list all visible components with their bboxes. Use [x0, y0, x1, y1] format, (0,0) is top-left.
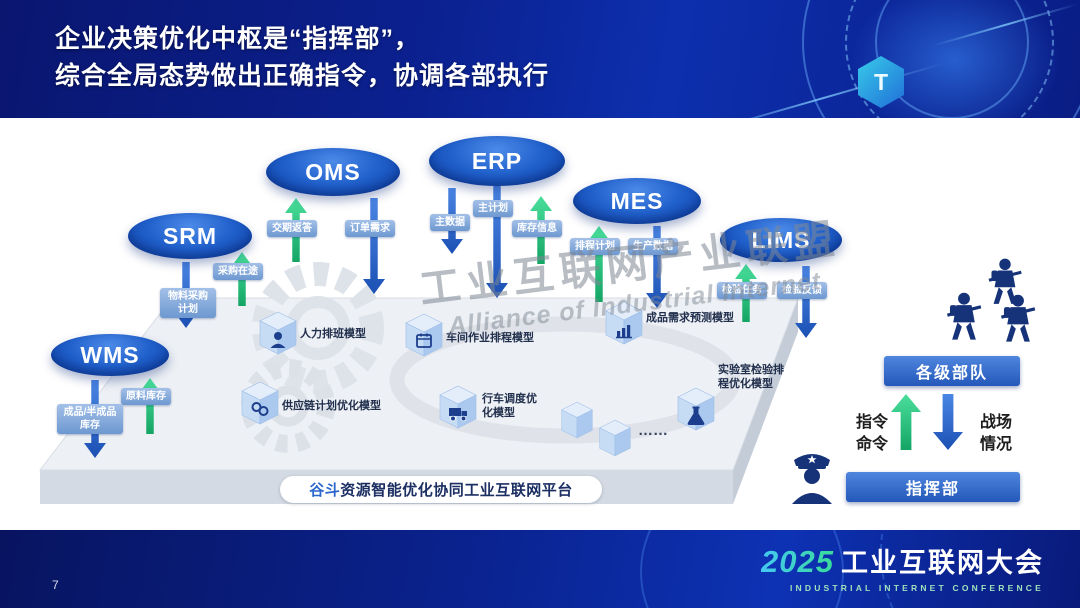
ring-decoration: [802, 0, 1080, 118]
flow-badge-oms-up: 交期返答: [267, 220, 317, 237]
platform-title: 资源智能优化协同工业互联网平台: [340, 482, 573, 499]
model-cube-lab: [677, 387, 715, 431]
system-node-lims: LIMS: [720, 218, 842, 262]
model-label-demand: 成品需求预测模型: [646, 312, 734, 324]
battlefield-label-line-2: 情况: [979, 436, 1012, 453]
model-cube-crane: [439, 385, 477, 429]
system-label-erp: ERP: [471, 147, 523, 174]
troops-banner-label: 各级部队: [915, 365, 988, 382]
flow-badge-lims-up: 检验任务: [717, 282, 767, 299]
headquarters-banner-label: 指挥部: [905, 481, 960, 498]
system-node-erp: ERP: [429, 136, 565, 186]
model-cube-generic: [599, 419, 631, 457]
order-label-line-2: 命令: [855, 436, 888, 453]
platform-brand: 谷斗: [309, 482, 341, 499]
conference-logo: 2025 工业互联网大会 INDUSTRIAL INTERNET CONFERE…: [761, 541, 1044, 593]
officer-icon: [792, 454, 832, 504]
system-label-oms: OMS: [305, 158, 361, 185]
brand-logo-letter: T: [873, 68, 889, 95]
slide-footer: 7 2025 工业互联网大会 INDUSTRIAL INTERNET CONFE…: [0, 530, 1080, 608]
page-number: 7: [52, 578, 59, 592]
person-icon: [270, 332, 286, 348]
flow-badge-wms-finished: 成品/半成品库存: [57, 404, 123, 434]
system-node-srm: SRM: [128, 213, 252, 259]
conference-logo-year: 2025: [761, 544, 834, 579]
more-models-ellipsis: ……: [638, 422, 668, 439]
model-cube-workshop: [405, 313, 443, 357]
conference-logo-subtitle: INDUSTRIAL INTERNET CONFERENCE: [789, 583, 1044, 593]
truck-icon: [449, 408, 467, 422]
flow-badge-oms-down: 订单需求: [345, 220, 395, 237]
soldier-icon: [946, 292, 982, 340]
model-label-lab: 实验室检验排程优化模型: [718, 364, 784, 390]
ring-decoration: [880, 530, 1080, 608]
title-line-1: 企业决策优化中枢是“指挥部”，: [55, 25, 421, 53]
model-label-supply-chain: 供应链计划优化模型: [282, 400, 381, 412]
flow-badge-mes-up: 排程计划: [570, 238, 620, 255]
flow-badge-srm-up: 采购在途: [213, 263, 263, 280]
headquarters-banner: 指挥部: [846, 472, 1020, 502]
model-cube-supply-chain: [241, 381, 279, 425]
model-cube-manpower: [259, 311, 297, 355]
schedule-icon: [416, 333, 432, 348]
flow-badge-mes-down: 生产数据: [628, 238, 678, 255]
system-label-mes: MES: [610, 187, 664, 214]
flow-badge-lims-down: 检验反馈: [777, 282, 827, 299]
flow-badge-srm-down: 物料采购计划: [160, 288, 216, 318]
system-label-wms: WMS: [80, 341, 140, 368]
model-label-crane: 行车调度优化模型: [482, 393, 537, 419]
platform-ring-decoration: [389, 316, 741, 444]
order-label: 指令 命令: [852, 412, 892, 456]
order-label-line-1: 指令: [855, 414, 888, 431]
platform-title-bar: 谷斗资源智能优化协同工业互联网平台: [280, 476, 602, 503]
slide-header: T 企业决策优化中枢是“指挥部”， 综合全局态势做出正确指令，协调各部执行: [0, 0, 1080, 118]
battlefield-down-arrow: [933, 394, 963, 450]
system-node-oms: OMS: [266, 148, 400, 196]
conference-logo-title: 工业互联网大会: [841, 548, 1044, 578]
battlefield-label-line-1: 战场: [979, 414, 1012, 431]
system-label-lims: LIMS: [751, 226, 811, 253]
system-node-wms: WMS: [51, 334, 169, 376]
flow-badge-erp-master-data: 主数据: [430, 214, 470, 231]
soldier-icon: [1000, 294, 1036, 342]
bar-chart-icon: [616, 325, 632, 339]
system-node-mes: MES: [573, 178, 701, 224]
order-up-arrow: [891, 394, 921, 450]
title-line-2: 综合全局态势做出正确指令，协调各部执行: [55, 62, 550, 90]
flask-icon: [687, 406, 705, 425]
ring-decoration: [640, 530, 844, 608]
system-label-srm: SRM: [162, 222, 218, 249]
model-label-manpower: 人力排班模型: [300, 328, 366, 340]
brand-logo: T: [858, 56, 904, 108]
battlefield-label: 战场 情况: [976, 412, 1016, 456]
chain-link-icon: [251, 402, 269, 416]
flow-badge-erp-inventory: 库存信息: [512, 220, 562, 237]
model-cube-demand: [605, 301, 643, 345]
flow-badge-wms-raw: 原料库存: [121, 388, 171, 405]
star-icon: [807, 455, 817, 464]
troops-banner: 各级部队: [884, 356, 1020, 386]
model-label-workshop: 车间作业排程模型: [446, 332, 534, 344]
flow-badge-erp-master-plan: 主计划: [473, 200, 513, 217]
slide-title: 企业决策优化中枢是“指挥部”， 综合全局态势做出正确指令，协调各部执行: [55, 21, 549, 95]
model-cube-generic: [561, 401, 593, 439]
